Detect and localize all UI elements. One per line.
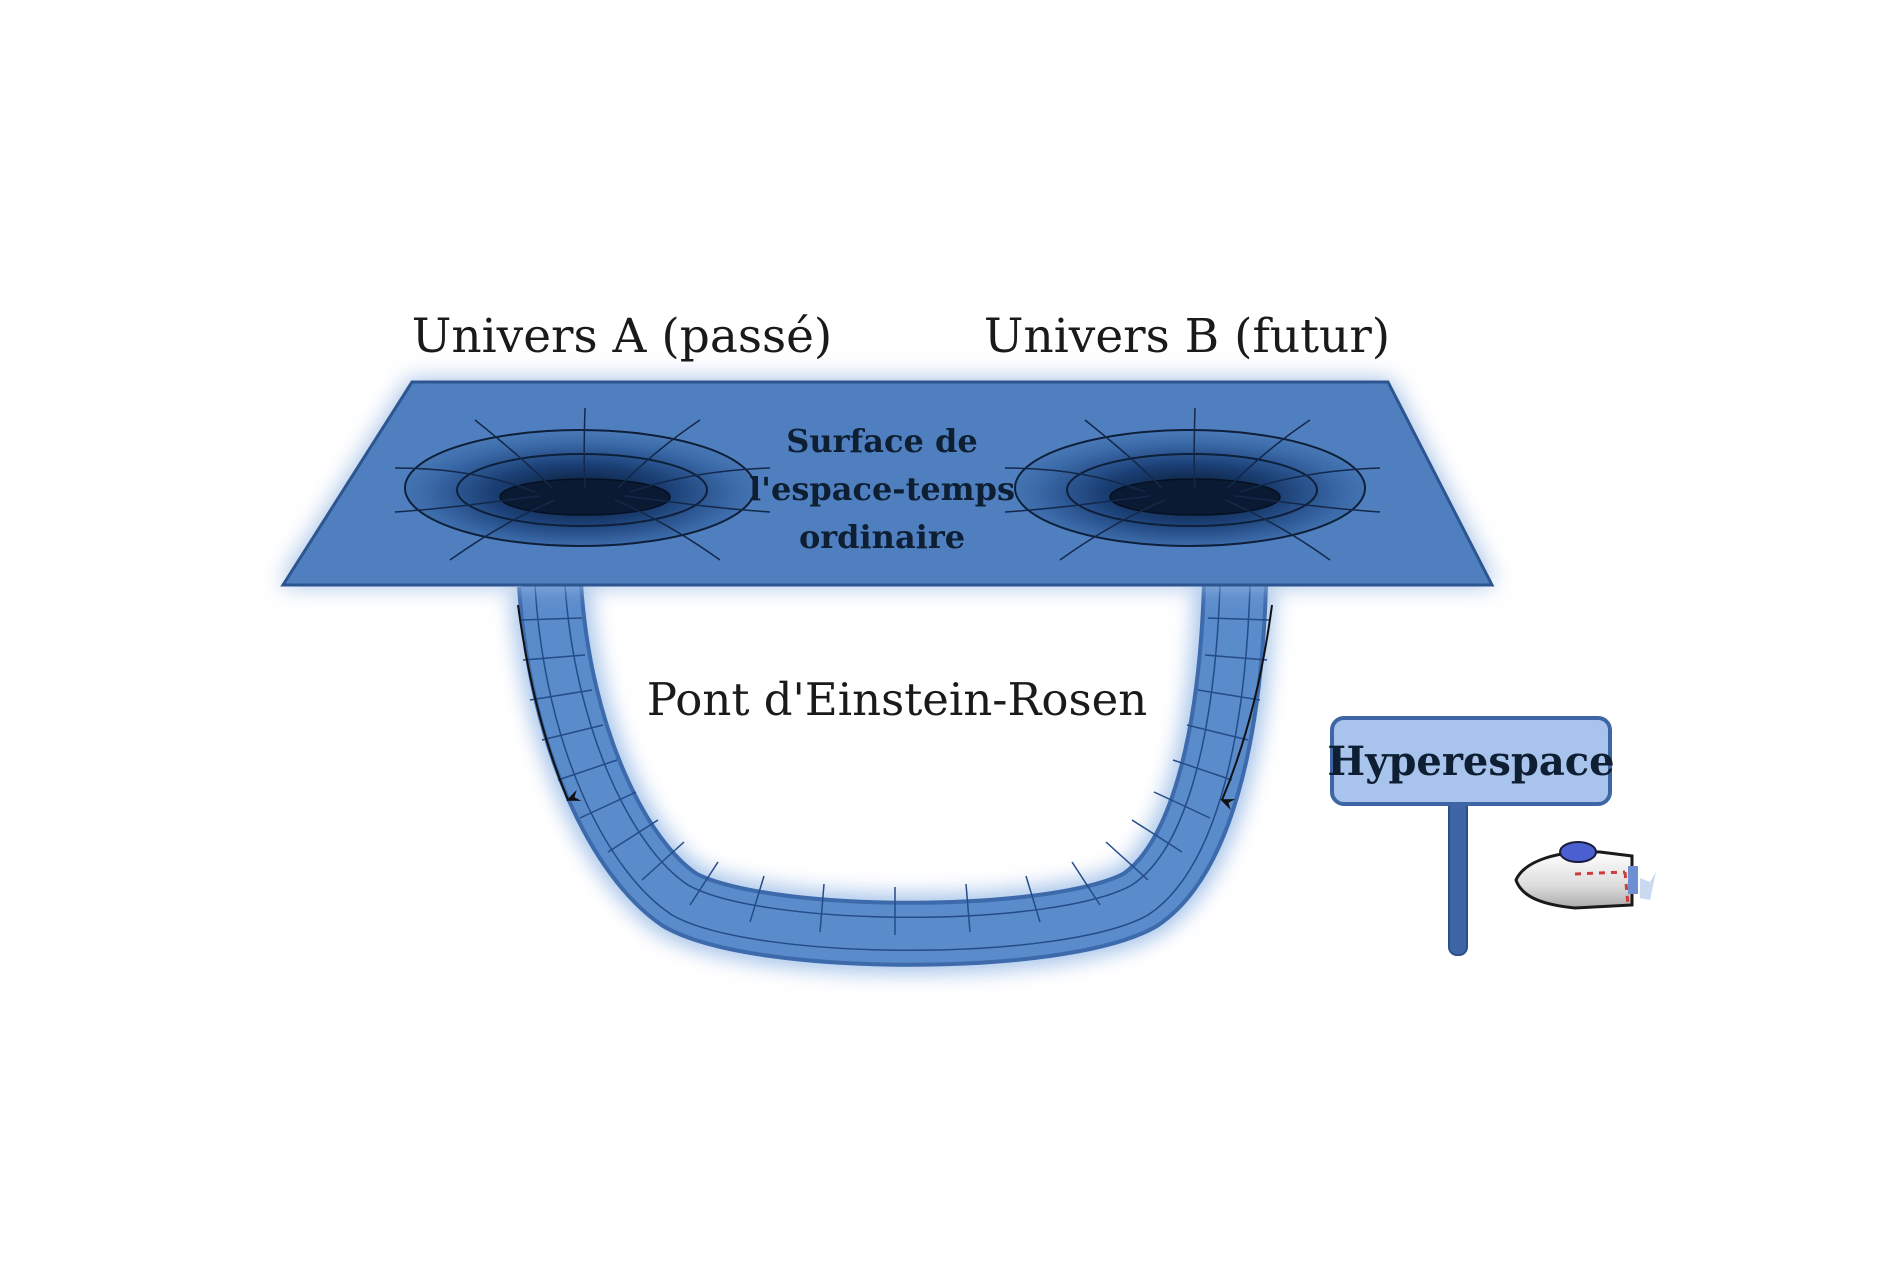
label-surface-line2: l'espace-temps [749,470,1015,508]
einstein-rosen-tube [510,582,1275,974]
wormhole-mouth-b [1004,407,1381,561]
label-bridge: Pont d'Einstein-Rosen [647,673,1147,726]
label-surface-line3: ordinaire [799,518,965,556]
label-universe-a: Univers A (passé) [412,309,833,364]
wormhole-mouth-a [394,407,771,561]
label-surface-line1: Surface de [786,422,977,460]
label-universe-b: Univers B (futur) [984,309,1390,364]
hyperespace-sign: Hyperespace [1327,716,1615,956]
arrow-left [517,604,582,801]
arrow-right [1220,604,1273,811]
spaceship-icon [1514,841,1656,910]
label-hyperespace: Hyperespace [1327,738,1614,785]
